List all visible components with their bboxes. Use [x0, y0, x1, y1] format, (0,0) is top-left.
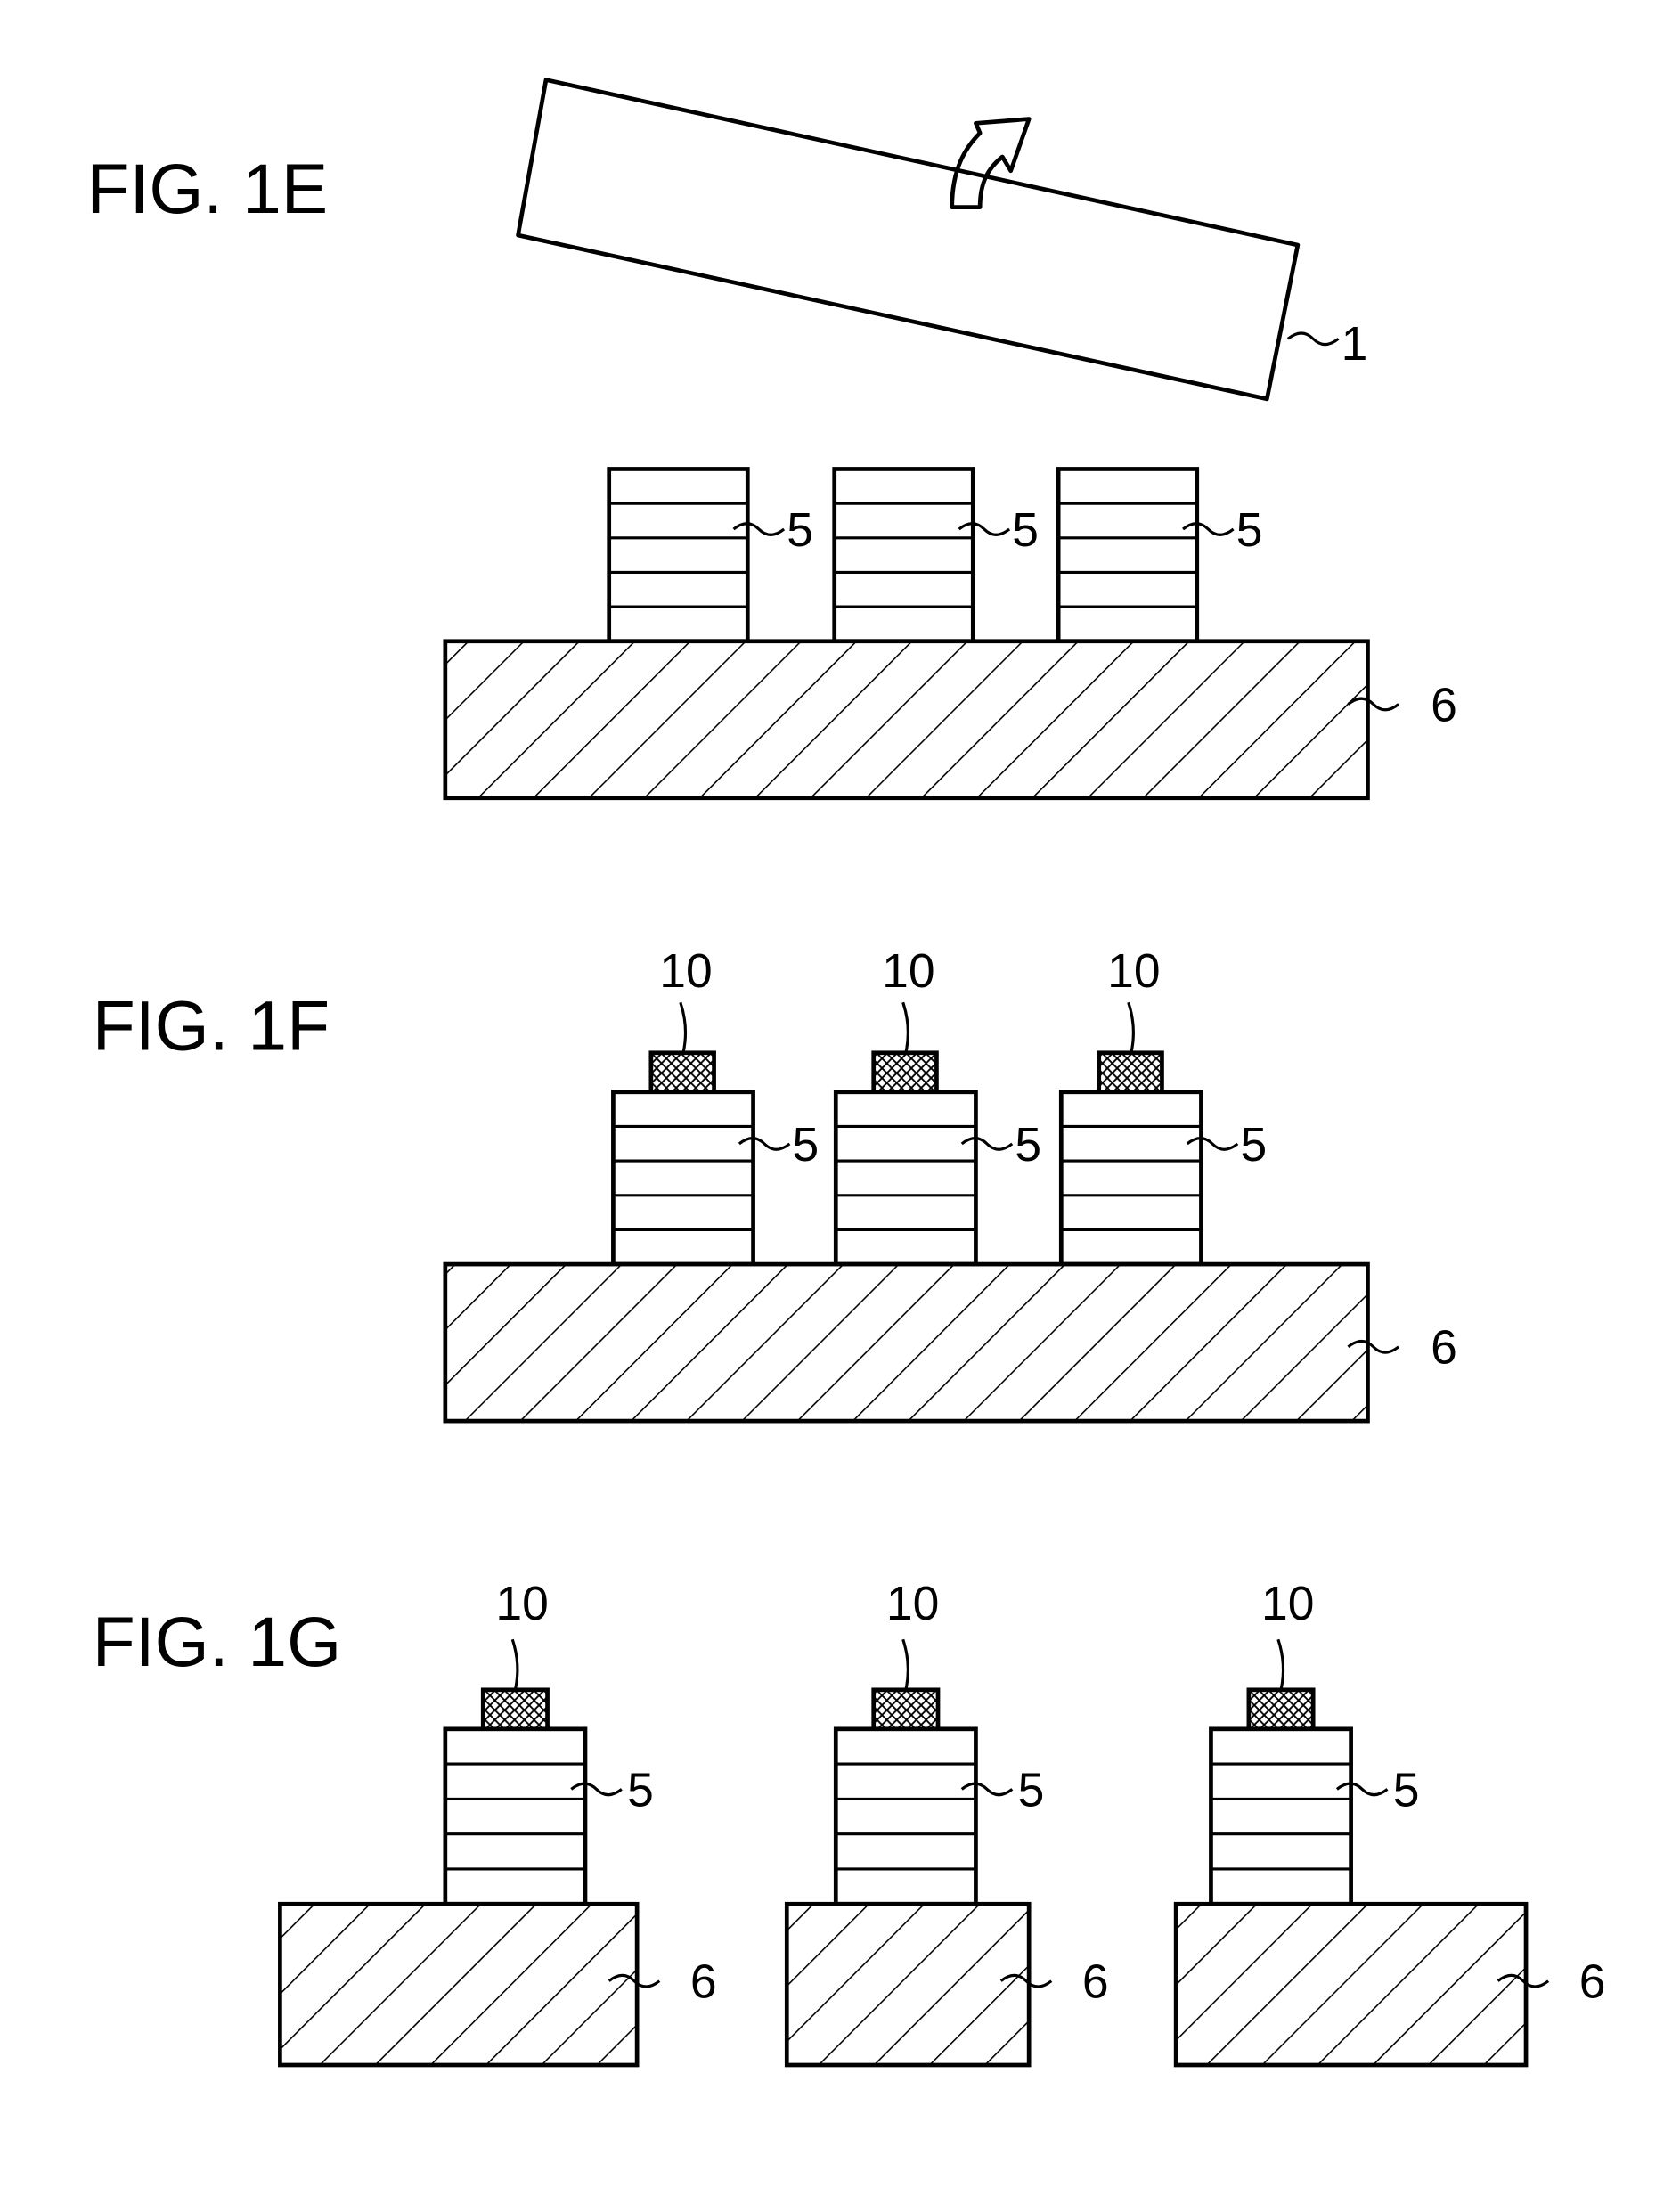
- leader-line: [1288, 333, 1339, 345]
- ref-numeral-6: 6: [1579, 1956, 1606, 2009]
- leader-line: [681, 1002, 686, 1053]
- layer-stack: [609, 469, 748, 641]
- contact-pad: [874, 1690, 938, 1729]
- ref-numeral-1: 1: [1342, 318, 1368, 371]
- substrate-segment: [280, 1904, 637, 2065]
- leader-line: [903, 1639, 909, 1690]
- carrier-plate: [518, 80, 1298, 399]
- leader-line: [903, 1002, 909, 1053]
- leader-line: [512, 1639, 518, 1690]
- substrate-segment: [1176, 1904, 1526, 2065]
- contact-pad: [1249, 1690, 1313, 1729]
- ref-numeral-5: 5: [627, 1764, 654, 1816]
- ref-numeral-6: 6: [690, 1956, 717, 2009]
- layer-stack: [1061, 1092, 1201, 1264]
- layer-stack: [835, 469, 974, 641]
- ref-numeral-5: 5: [793, 1119, 820, 1171]
- figure-label-1f: FIG. 1F: [93, 987, 330, 1065]
- ref-numeral-6: 6: [1431, 679, 1457, 731]
- curved-lift-arrow-icon: [952, 119, 1029, 208]
- ref-numeral-5: 5: [787, 504, 813, 557]
- ref-numeral-5: 5: [1018, 1764, 1045, 1816]
- ref-numeral-6: 6: [1431, 1322, 1457, 1375]
- ref-numeral-5: 5: [1240, 1119, 1267, 1171]
- layer-stack: [1211, 1729, 1350, 1904]
- layer-stack: [613, 1092, 753, 1264]
- figure-label-1e: FIG. 1E: [87, 150, 329, 228]
- ref-numeral-5: 5: [1236, 504, 1263, 557]
- contact-pad: [874, 1053, 937, 1092]
- contact-pad: [651, 1053, 714, 1092]
- layer-stack: [836, 1729, 975, 1904]
- contact-pad: [483, 1690, 547, 1729]
- ref-numeral-5: 5: [1012, 504, 1039, 557]
- figure-label-1g: FIG. 1G: [93, 1603, 341, 1681]
- substrate: [445, 641, 1368, 798]
- ref-numeral-5: 5: [1393, 1764, 1420, 1816]
- ref-numeral-10: 10: [1261, 1578, 1314, 1630]
- ref-numeral-10: 10: [882, 945, 934, 998]
- substrate: [445, 1264, 1368, 1421]
- ref-numeral-10: 10: [495, 1578, 548, 1630]
- layer-stack: [1058, 469, 1197, 641]
- layer-stack: [445, 1729, 585, 1904]
- contact-pad: [1099, 1053, 1162, 1092]
- layer-stack: [836, 1092, 975, 1264]
- ref-numeral-5: 5: [1015, 1119, 1041, 1171]
- ref-numeral-10: 10: [659, 945, 712, 998]
- substrate-segment: [787, 1904, 1029, 2065]
- ref-numeral-10: 10: [886, 1578, 939, 1630]
- leader-line: [1129, 1002, 1134, 1053]
- ref-numeral-10: 10: [1107, 945, 1160, 998]
- ref-numeral-6: 6: [1082, 1956, 1109, 2009]
- leader-line: [1278, 1639, 1284, 1690]
